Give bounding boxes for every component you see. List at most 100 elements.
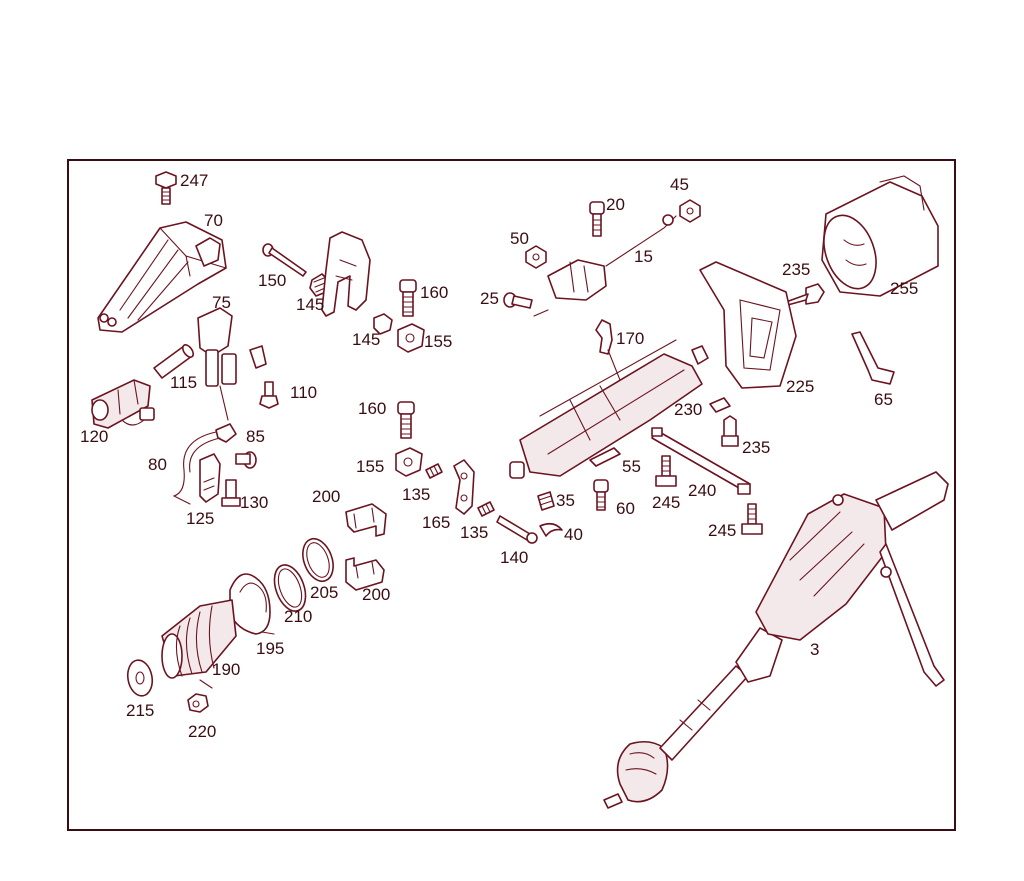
part-220-nut bbox=[187, 693, 209, 713]
part-255-cover bbox=[821, 175, 939, 297]
part-85-bracket bbox=[215, 423, 237, 443]
label-50: 50 bbox=[510, 229, 529, 248]
label-245-upper: 245 bbox=[652, 493, 680, 512]
label-255: 255 bbox=[890, 279, 918, 298]
part-247-bolt bbox=[155, 171, 177, 205]
diagram-frame bbox=[67, 159, 956, 831]
label-155-lower: 155 bbox=[356, 457, 384, 476]
part-160-screw-upper bbox=[399, 279, 417, 317]
part-130-screw bbox=[221, 479, 241, 507]
label-45: 45 bbox=[670, 175, 689, 194]
part-160-screw-lower bbox=[397, 401, 415, 439]
part-215-washer bbox=[126, 659, 154, 697]
part-140-pin bbox=[496, 515, 538, 544]
label-35: 35 bbox=[556, 491, 575, 510]
part-shaft-assembly bbox=[509, 339, 709, 479]
part-50-nut bbox=[525, 245, 547, 269]
label-215: 215 bbox=[126, 701, 154, 720]
label-130: 130 bbox=[240, 493, 268, 512]
label-70: 70 bbox=[204, 211, 223, 230]
part-15-rod bbox=[547, 214, 677, 301]
label-80: 80 bbox=[148, 455, 167, 474]
label-145-lower: 145 bbox=[352, 330, 380, 349]
part-135-spring-lower bbox=[477, 501, 495, 517]
label-235-upper: 235 bbox=[782, 260, 810, 279]
label-135-lower: 135 bbox=[460, 523, 488, 542]
part-70-bracket bbox=[97, 221, 227, 333]
label-60: 60 bbox=[616, 499, 635, 518]
label-15: 15 bbox=[634, 247, 653, 266]
label-135-upper: 135 bbox=[402, 485, 430, 504]
part-35-plug bbox=[537, 491, 555, 511]
label-230: 230 bbox=[674, 400, 702, 419]
label-140: 140 bbox=[500, 548, 528, 567]
part-195-clamp bbox=[229, 573, 275, 635]
part-135-spring-upper bbox=[425, 463, 443, 479]
label-115: 115 bbox=[170, 373, 197, 392]
label-125: 125 bbox=[186, 509, 214, 528]
part-3-steering-column bbox=[603, 471, 949, 809]
label-190: 190 bbox=[212, 660, 240, 679]
part-45-nut bbox=[679, 199, 701, 223]
part-245-screw-lower bbox=[741, 503, 763, 535]
label-110: 110 bbox=[290, 383, 317, 402]
label-245-lower: 245 bbox=[708, 521, 736, 540]
part-205-ring bbox=[302, 537, 334, 583]
part-145-sleeve-lower bbox=[373, 313, 393, 335]
label-205: 205 bbox=[310, 583, 338, 602]
part-80-cable bbox=[172, 431, 221, 505]
part-55-slide bbox=[589, 447, 621, 467]
label-40: 40 bbox=[564, 525, 583, 544]
part-225-bracket bbox=[699, 261, 797, 389]
label-155-upper: 155 bbox=[424, 332, 452, 351]
part-235-screw-lower bbox=[721, 415, 739, 447]
part-85-bolt bbox=[235, 451, 257, 469]
part-115-sleeve bbox=[153, 344, 195, 379]
part-125-bracket bbox=[199, 453, 221, 503]
label-240: 240 bbox=[688, 481, 716, 500]
label-3: 3 bbox=[810, 640, 819, 659]
part-155-nut-lower bbox=[395, 447, 423, 477]
label-210: 210 bbox=[284, 607, 312, 626]
label-220: 220 bbox=[188, 722, 216, 741]
part-240-rod bbox=[651, 427, 751, 495]
label-120: 120 bbox=[80, 427, 108, 446]
part-60-screw bbox=[593, 479, 609, 511]
part-210-ring bbox=[273, 564, 307, 612]
label-170: 170 bbox=[616, 329, 644, 348]
label-20: 20 bbox=[606, 195, 625, 214]
part-65-bracket bbox=[851, 331, 895, 385]
label-150: 150 bbox=[258, 271, 286, 290]
part-200-bushing-upper bbox=[345, 503, 387, 537]
label-160-lower: 160 bbox=[358, 399, 386, 418]
label-200-upper: 200 bbox=[312, 487, 340, 506]
part-190-boot bbox=[161, 599, 237, 689]
label-160-upper: 160 bbox=[420, 283, 448, 302]
label-235-lower: 235 bbox=[742, 438, 770, 457]
label-55: 55 bbox=[622, 457, 641, 476]
callout-labels: 247 70 75 150 145 145 160 155 115 120 11… bbox=[80, 171, 918, 741]
part-235-screw-upper bbox=[783, 283, 825, 307]
label-195: 195 bbox=[256, 639, 284, 658]
part-25-bolt bbox=[503, 292, 549, 317]
part-75-switch bbox=[197, 307, 237, 421]
part-245-screw-upper bbox=[655, 455, 677, 487]
part-200-bushing-lower bbox=[345, 557, 385, 591]
part-150-bolt bbox=[262, 243, 307, 277]
part-40-clip bbox=[539, 522, 563, 537]
part-lever-bracket bbox=[321, 231, 371, 317]
label-200-lower: 200 bbox=[362, 585, 390, 604]
part-230-clip bbox=[709, 397, 731, 413]
part-155-nut-upper bbox=[397, 323, 425, 353]
label-75: 75 bbox=[212, 293, 231, 312]
part-110-clip bbox=[249, 345, 279, 409]
part-165-lever bbox=[453, 459, 475, 515]
label-165: 165 bbox=[422, 513, 450, 532]
label-65: 65 bbox=[874, 390, 893, 409]
label-25: 25 bbox=[480, 289, 499, 308]
label-85: 85 bbox=[246, 427, 265, 446]
label-247: 247 bbox=[180, 171, 208, 190]
label-145-upper: 145 bbox=[296, 295, 324, 314]
label-225: 225 bbox=[786, 377, 814, 396]
